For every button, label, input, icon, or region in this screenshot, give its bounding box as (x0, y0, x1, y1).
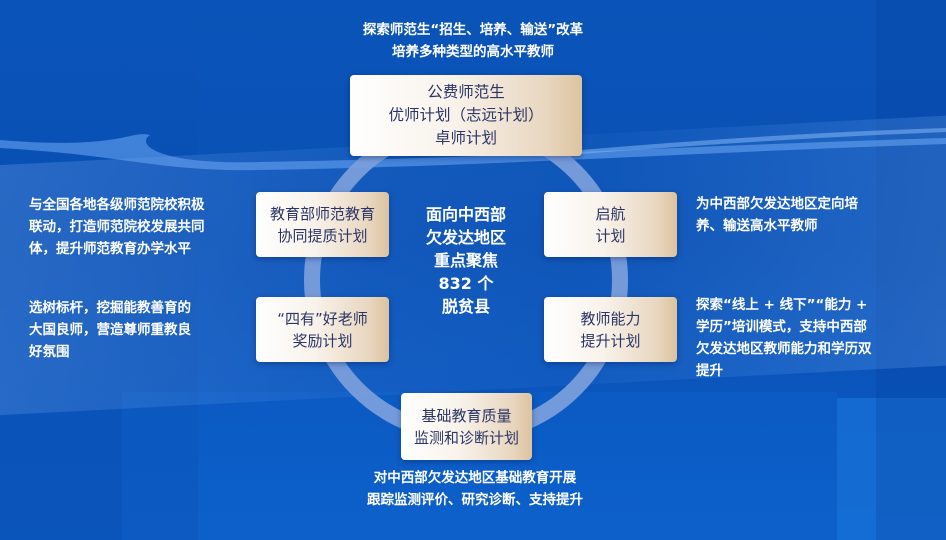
box-line: 监测和诊断计划 (413, 428, 519, 447)
background-panel-bottom-right (837, 398, 946, 540)
box-line: 启航 (595, 204, 626, 223)
description-right-bottom: 探索“线上 + 线下”“能力 + 学历”培训模式，支持中西部 欠发达地区教师能力… (696, 294, 872, 382)
description-line: 好氛围 (29, 344, 70, 360)
description-line: 提升 (696, 363, 723, 379)
background-panel-left (0, 0, 198, 540)
description-line: 养、输送高水平教师 (696, 218, 818, 234)
box-line: “四有”好老师 (277, 309, 368, 328)
box-line: 卓师计划 (434, 129, 497, 147)
center-line: 脱贫县 (441, 297, 490, 316)
box-line: 优师计划（志远计划） (388, 106, 544, 124)
description-line: 体，提升师范教育办学水平 (29, 241, 191, 257)
box-line: 教育部师范教育 (269, 204, 375, 223)
program-box-teacher-capability: 教师能力 提升计划 (544, 297, 677, 362)
description-right-top: 为中西部欠发达地区定向培 养、输送高水平教师 (696, 193, 858, 237)
background-panel-right (876, 0, 946, 540)
description-left-bottom: 选树标杆，挖掘能教善育的 大国良师，营造尊师重教良 好氛围 (29, 297, 191, 363)
center-focus-label: 面向中西部 欠发达地区 重点聚焦 832 个 脱贫县 (404, 203, 528, 318)
description-line: 探索“线上 + 线下”“能力 + (696, 297, 868, 313)
box-line: 教师能力 (580, 309, 641, 328)
description-line: 探索师范生“招生、培养、输送”改革 (362, 22, 584, 38)
description-top: 探索师范生“招生、培养、输送”改革 培养多种类型的高水平教师 (300, 19, 646, 63)
description-line: 学历”培训模式，支持中西部 (696, 319, 867, 335)
program-box-teacher-education-quality: 教育部师范教育 协同提质计划 (256, 192, 389, 257)
program-box-public-funded-teachers: 公费师范生 优师计划（志远计划） 卓师计划 (350, 75, 582, 156)
description-bottom: 对中西部欠发达地区基础教育开展 跟踪监测评价、研究诊断、支持提升 (330, 467, 620, 511)
center-line: 重点聚焦 (433, 251, 498, 270)
box-line: 协同提质计划 (277, 226, 368, 245)
description-line: 跟踪监测评价、研究诊断、支持提升 (367, 492, 583, 508)
description-left-top: 与全国各地各级师范院校积极 联动，打造师范院校发展共同 体，提升师范教育办学水平 (29, 194, 205, 260)
program-box-basic-education-monitoring: 基础教育质量 监测和诊断计划 (401, 393, 532, 460)
description-line: 选树标杆，挖掘能教善育的 (29, 300, 191, 316)
program-box-four-haves-teacher-award: “四有”好老师 奖励计划 (256, 297, 389, 362)
box-line: 基础教育质量 (421, 406, 512, 425)
description-line: 欠发达地区教师能力和学历双 (696, 341, 872, 357)
box-line: 奖励计划 (292, 331, 353, 350)
description-line: 对中西部欠发达地区基础教育开展 (373, 470, 577, 486)
box-line: 提升计划 (580, 331, 641, 350)
description-line: 为中西部欠发达地区定向培 (696, 196, 858, 212)
center-line: 欠发达地区 (425, 228, 506, 247)
center-line-count: 832 个 (438, 274, 494, 293)
description-line: 与全国各地各级师范院校积极 (29, 197, 205, 213)
description-line: 培养多种类型的高水平教师 (392, 44, 554, 60)
program-box-qihang-plan: 启航 计划 (544, 192, 677, 257)
description-line: 大国良师，营造尊师重教良 (29, 322, 191, 338)
box-line: 公费师范生 (427, 83, 505, 101)
center-line: 面向中西部 (425, 205, 506, 224)
box-line: 计划 (595, 226, 626, 245)
description-line: 联动，打造师范院校发展共同 (29, 219, 205, 235)
